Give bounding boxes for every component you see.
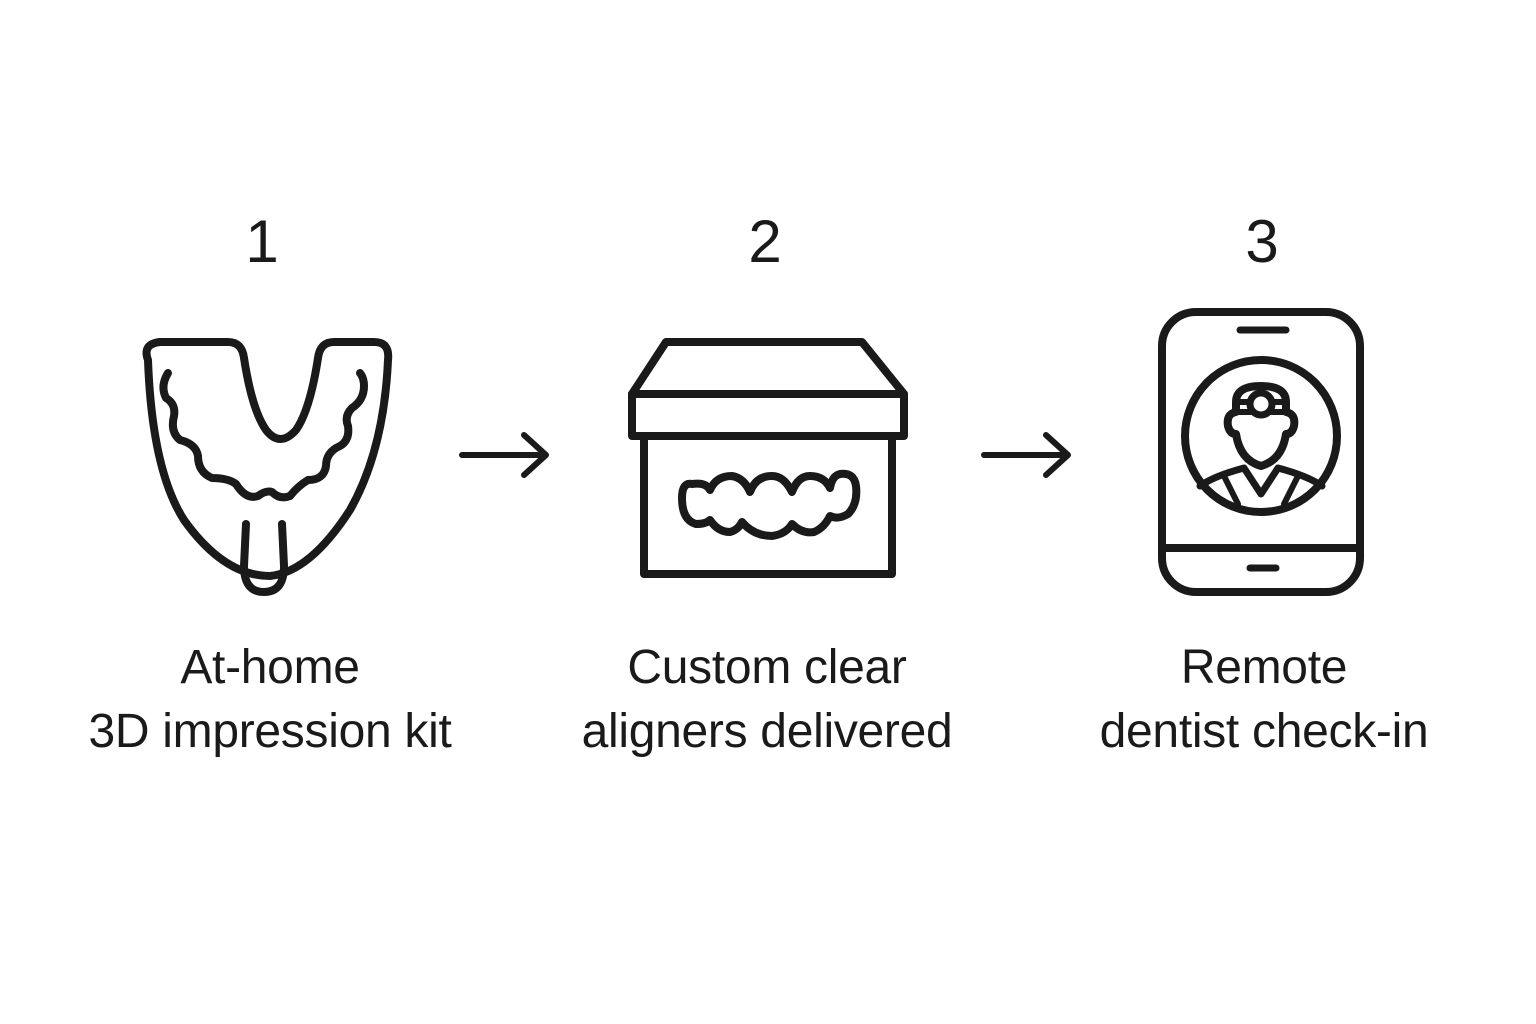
aligner-box-icon — [626, 336, 910, 582]
step-label-line-2: 3D impression kit — [88, 705, 452, 758]
arrow-right-icon — [978, 430, 1078, 485]
step-label-line-2: aligners delivered — [581, 705, 953, 758]
impression-tray-icon — [130, 330, 400, 600]
step-label-line-1: Custom clear — [627, 641, 907, 694]
step-label: Remote dentist check-in — [1034, 636, 1494, 764]
step-label-line-1: Remote — [1180, 641, 1348, 694]
step-label-line-2: dentist check-in — [1099, 705, 1429, 758]
step-label: At-home 3D impression kit — [40, 636, 500, 764]
step-number: 3 — [1245, 208, 1279, 275]
step-number: 1 — [245, 208, 279, 275]
step-label: Custom clear aligners delivered — [537, 636, 997, 764]
phone-dentist-icon — [1158, 308, 1364, 596]
step-label-line-1: At-home — [180, 641, 360, 694]
arrow-right-icon — [456, 430, 556, 485]
step-number: 2 — [748, 208, 782, 275]
